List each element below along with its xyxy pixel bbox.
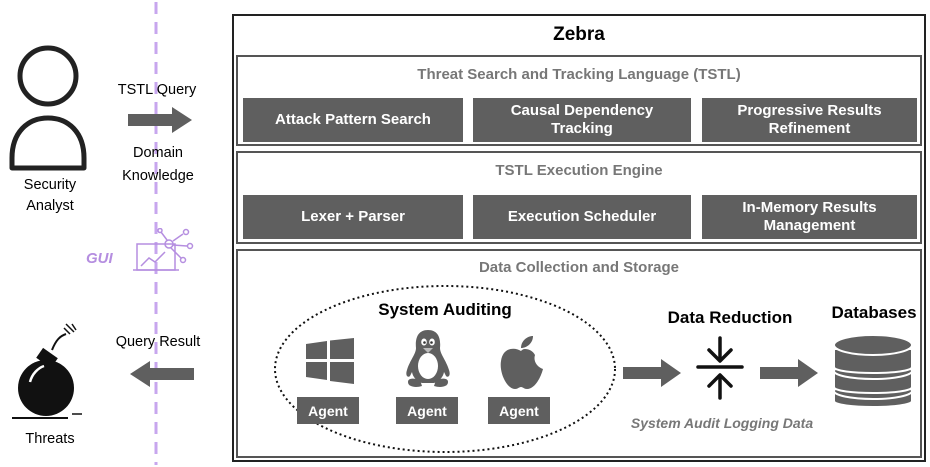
lexer-parser-box: Lexer + Parser — [243, 195, 463, 239]
gui-network-icon — [133, 228, 194, 271]
right-arrow-icon — [760, 359, 818, 387]
analyst-label: Security Analyst — [23, 177, 77, 214]
data-collection-panel: Data Collection and Storage — [236, 249, 922, 458]
database-icon — [833, 334, 913, 408]
engine-title: TSTL Execution Engine — [495, 162, 663, 179]
right-arrow-icon — [623, 359, 681, 387]
tstl-panel: Threat Search and Tracking Language (TST… — [236, 55, 922, 146]
audit-data-label: System Audit Logging Data — [630, 415, 814, 431]
bomb-icon — [12, 323, 82, 419]
system-auditing-ellipse — [274, 285, 616, 453]
query-label: TSTL Query — [117, 82, 197, 98]
agent-windows: Agent — [297, 397, 359, 424]
result-label: Query Result — [115, 334, 201, 350]
zebra-title: Zebra — [553, 24, 605, 45]
causal-dependency-box: Causal Dependency Tracking — [473, 98, 691, 142]
attack-pattern-search-box: Attack Pattern Search — [243, 98, 463, 142]
in-memory-results-box: In-Memory Results Management — [702, 195, 917, 239]
tstl-title: Threat Search and Tracking Language (TST… — [417, 66, 741, 83]
data-collection-title: Data Collection and Storage — [478, 259, 680, 276]
agent-apple: Agent — [488, 397, 550, 424]
domain-label: Domain Knowledge — [122, 145, 194, 184]
system-auditing-label: System Auditing — [378, 300, 512, 319]
data-reduction-label: Data Reduction — [667, 308, 793, 327]
progressive-refinement-box: Progressive Results Refinement — [702, 98, 917, 142]
gui-label: GUI — [86, 250, 113, 267]
linux-tux-icon — [406, 330, 450, 387]
execution-scheduler-box: Execution Scheduler — [473, 195, 691, 239]
agent-linux: Agent — [396, 397, 458, 424]
zebra-frame — [232, 14, 926, 462]
apple-icon — [500, 336, 543, 389]
threats-label: Threats — [25, 431, 75, 447]
data-reduction-icon — [696, 336, 744, 400]
left-arrow-icon — [130, 361, 194, 387]
right-arrow-icon — [128, 107, 192, 133]
dashed-divider — [154, 2, 158, 465]
windows-icon — [306, 338, 354, 384]
engine-panel: TSTL Execution Engine — [236, 151, 922, 244]
databases-label: Databases — [831, 303, 917, 322]
user-icon — [9, 45, 87, 171]
